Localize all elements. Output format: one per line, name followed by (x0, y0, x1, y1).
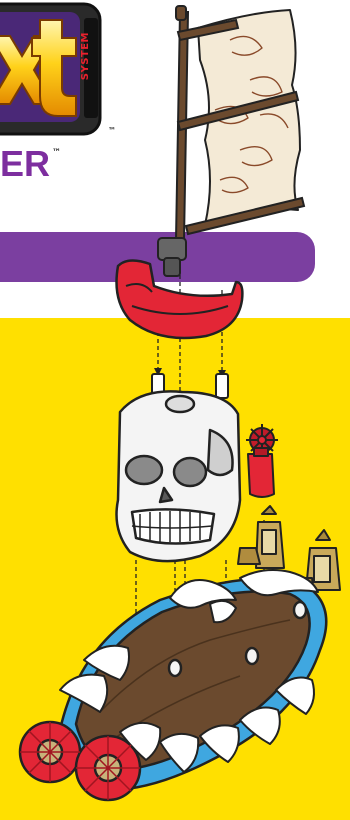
skull-figurehead (117, 391, 241, 561)
red-lantern-wheel (246, 424, 278, 497)
mast-connector (158, 238, 186, 276)
